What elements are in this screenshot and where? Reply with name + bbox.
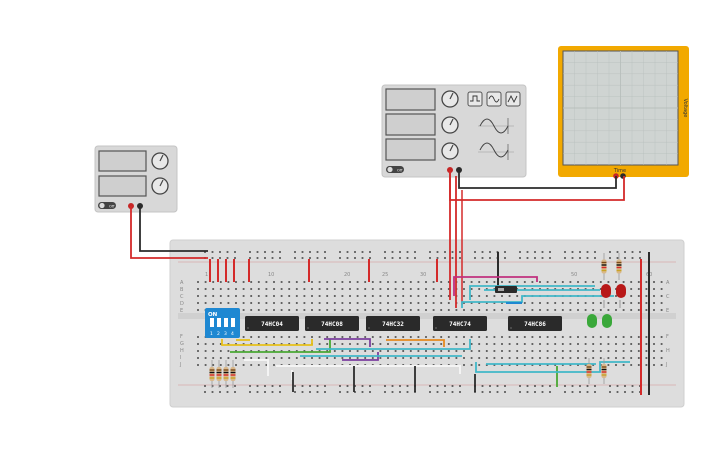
wire-black[interactable] <box>139 206 208 252</box>
column-number: 20 <box>344 272 350 278</box>
frequency-display <box>385 88 436 111</box>
row-letter: C <box>180 294 184 300</box>
amplitude-display <box>385 113 436 136</box>
negative-terminal[interactable] <box>620 173 626 179</box>
switch-toggle[interactable] <box>231 318 235 327</box>
row-letter: J <box>179 362 181 368</box>
row-letter: H <box>180 348 184 354</box>
triangle-wave-icon[interactable] <box>505 91 521 107</box>
switch-number: 3 <box>224 331 227 337</box>
wire-black[interactable] <box>458 170 617 189</box>
power-label: Off <box>397 169 403 173</box>
chip-label: 74HC04 <box>261 321 283 328</box>
row-letter: F <box>180 334 183 340</box>
column-number: 10 <box>268 272 274 278</box>
switch-number: 2 <box>217 331 220 337</box>
oscilloscope[interactable]: Voltage Time <box>558 46 689 179</box>
offset-display <box>385 138 436 161</box>
wires[interactable] <box>130 170 625 308</box>
row-letter: H <box>666 348 670 354</box>
switch-toggle[interactable] <box>224 318 228 327</box>
chip-label: 74HC74 <box>449 321 471 328</box>
wire-magenta[interactable] <box>453 276 538 296</box>
led-red[interactable] <box>616 284 626 308</box>
dc-power-supply[interactable]: Off <box>94 145 178 213</box>
power-label: Off <box>109 205 115 209</box>
wire-cyan[interactable] <box>469 285 595 300</box>
board-wires[interactable] <box>209 252 650 395</box>
knob-icon[interactable] <box>441 90 459 108</box>
wire-white[interactable] <box>244 359 269 376</box>
led-green[interactable] <box>587 314 597 328</box>
sine-wave-icon[interactable] <box>486 91 502 107</box>
led-green[interactable] <box>602 314 612 328</box>
wire-purple[interactable] <box>342 352 379 361</box>
row-letter: I <box>180 355 181 361</box>
chip-label: 74HC86 <box>524 321 546 328</box>
wire-orange[interactable] <box>386 339 445 347</box>
led-red[interactable] <box>601 284 611 308</box>
wire-cyan[interactable] <box>316 339 471 350</box>
y-axis-label: Voltage <box>682 99 688 118</box>
knob-icon[interactable] <box>151 177 169 195</box>
voltage-display <box>98 150 147 172</box>
chip-74hc08[interactable]: 74HC08 <box>305 316 359 331</box>
wire-purple[interactable] <box>324 338 371 347</box>
breadboard-holes[interactable] <box>197 251 663 393</box>
oscilloscope-grid <box>563 51 678 165</box>
row-letter: G <box>180 341 184 347</box>
wire-cyan[interactable] <box>475 361 630 373</box>
wire-red[interactable] <box>130 206 208 259</box>
row-letter: D <box>180 301 184 307</box>
row-letter: E <box>666 308 669 314</box>
offset-sine-icon <box>478 142 514 160</box>
chip-74hc86[interactable]: 74HC86 <box>508 316 562 331</box>
current-display <box>98 175 147 197</box>
row-letter: C <box>666 294 670 300</box>
row-letter: J <box>665 362 667 368</box>
wire-white[interactable] <box>276 365 461 374</box>
knob-icon[interactable] <box>441 142 459 160</box>
column-number: 25 <box>382 272 388 278</box>
chip-label: 74HC08 <box>321 321 343 328</box>
column-number: 1 <box>205 272 208 278</box>
function-generator[interactable]: Off <box>381 84 527 178</box>
dip-switch-label: ON <box>208 312 218 318</box>
amplitude-sine-icon <box>478 118 514 134</box>
row-letters: A B C D E F G H I J A C E F H J <box>179 280 670 368</box>
column-number: 50 <box>571 272 577 278</box>
wire-green[interactable] <box>230 339 331 353</box>
column-number: 30 <box>420 272 426 278</box>
power-toggle-icon[interactable]: Off <box>98 202 116 209</box>
chip-74hc04[interactable]: 74HC04 <box>245 316 299 331</box>
row-letter: B <box>180 287 184 293</box>
square-wave-icon[interactable] <box>467 91 483 107</box>
center-channel <box>178 313 676 319</box>
chip-label: 74HC32 <box>382 321 404 328</box>
switch-toggle[interactable] <box>217 318 221 327</box>
knob-icon[interactable] <box>441 116 459 134</box>
resistors[interactable] <box>209 253 622 388</box>
row-letter: E <box>180 308 183 314</box>
slide-switch[interactable] <box>495 286 517 293</box>
row-letter: A <box>180 280 184 286</box>
knob-icon[interactable] <box>151 152 169 170</box>
x-axis-label: Time <box>613 168 626 174</box>
row-letter: F <box>666 334 669 340</box>
dip-switch[interactable]: ON 1 2 3 4 <box>205 308 240 338</box>
chip-74hc32[interactable]: 74HC32 <box>366 316 420 331</box>
power-toggle-icon[interactable]: Off <box>386 166 404 173</box>
switch-toggle[interactable] <box>210 318 214 327</box>
row-letter: A <box>666 280 670 286</box>
switch-number: 4 <box>231 331 234 337</box>
wire-yellow[interactable] <box>221 339 313 346</box>
switch-number: 1 <box>210 331 213 337</box>
chip-74hc74[interactable]: 74HC74 <box>433 316 487 331</box>
